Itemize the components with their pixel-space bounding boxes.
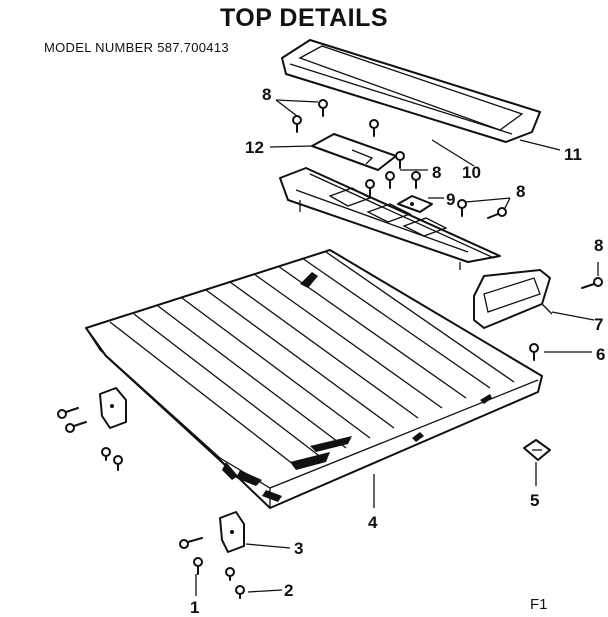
wood-grain-lines <box>109 251 515 469</box>
callout-1: 1 <box>190 598 199 617</box>
handle-end-part <box>473 269 553 329</box>
callout-12: 12 <box>245 138 264 157</box>
left-bracket-part <box>99 387 127 429</box>
callout-3: 3 <box>294 539 303 558</box>
callout-4: 4 <box>368 513 378 532</box>
callout-8-far-right: 8 <box>594 236 603 255</box>
corner-bracket-part <box>219 511 245 553</box>
handle-base-rail <box>279 167 501 270</box>
figure-id-label: F1 <box>530 596 548 613</box>
callout-8-top-left: 8 <box>262 85 271 104</box>
callout-7: 7 <box>594 315 603 334</box>
handle-cover-part <box>281 39 541 143</box>
page-title: TOP DETAILS <box>219 4 389 32</box>
callout-9: 9 <box>446 190 455 209</box>
callout-10: 10 <box>462 163 481 182</box>
callout-5: 5 <box>530 491 539 510</box>
plate-part <box>311 133 397 171</box>
model-number-label: MODEL NUMBER 587.700413 <box>44 40 229 55</box>
wood-texture-marks <box>222 272 492 502</box>
callout-8-mid: 8 <box>432 163 441 182</box>
callout-8-right: 8 <box>516 182 525 201</box>
callout-6: 6 <box>596 345 605 364</box>
leader-lines <box>195 99 599 596</box>
callout-11: 11 <box>564 145 582 164</box>
callout-2: 2 <box>284 581 293 600</box>
clip-part <box>523 439 551 461</box>
screw-icon-set <box>57 99 603 599</box>
small-bracket-part <box>397 195 433 213</box>
wooden-top-part <box>85 249 543 509</box>
